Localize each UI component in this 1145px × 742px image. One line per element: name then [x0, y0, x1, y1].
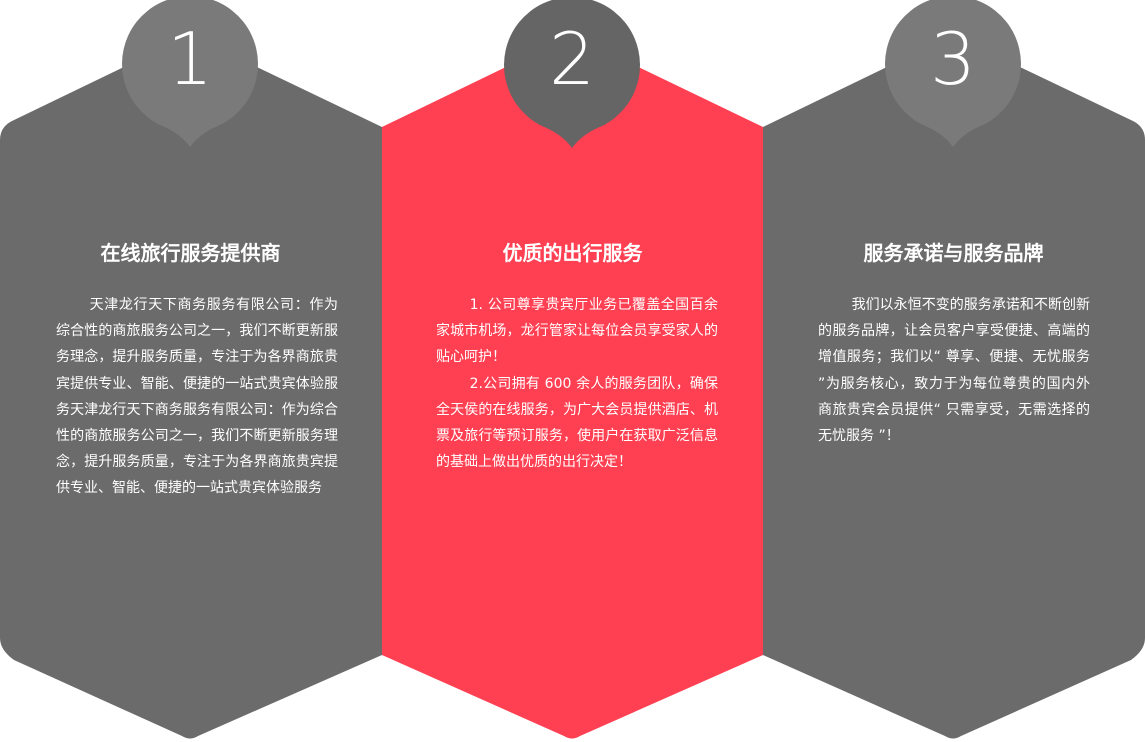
- panel-2-paragraph-2: 2.公司拥有 600 余人的服务团队，确保全天侯的在线服务，为广大会员提供酒店、…: [436, 375, 718, 471]
- panel-2-hexagon: [382, 35, 763, 739]
- panel-1-paragraph: 天津龙行天下商务服务有限公司：作为综合性的商旅服务公司之一，我们不断更新服务理念…: [56, 297, 338, 497]
- panel-3-paragraph: 我们以永恒不变的服务承诺和不断创新的服务品牌，让会员客户享受便捷、高端的增值服务…: [818, 297, 1090, 445]
- badge-3-pin: [885, 0, 1021, 147]
- panel-2-paragraph-1: 1. 公司尊享贵宾厅业务已覆盖全国百余家城市机场，龙行管家让每位会员享受家人的贴…: [436, 297, 718, 366]
- panel-3-hexagon: [763, 35, 1145, 739]
- panel-2-body: 1. 公司尊享贵宾厅业务已覆盖全国百余家城市机场，龙行管家让每位会员享受家人的贴…: [436, 292, 718, 475]
- panel-1-title: 在线旅行服务提供商: [100, 241, 281, 265]
- panel-2-number: 2: [549, 17, 595, 101]
- panel-3-body: 我们以永恒不变的服务承诺和不断创新的服务品牌，让会员客户享受便捷、高端的增值服务…: [818, 292, 1090, 449]
- panel-3-number: 3: [930, 17, 976, 101]
- panel-2-title: 优质的出行服务: [502, 241, 643, 265]
- panel-1-number: 1: [167, 17, 213, 101]
- panel-1-body: 天津龙行天下商务服务有限公司：作为综合性的商旅服务公司之一，我们不断更新服务理念…: [56, 292, 338, 502]
- panel-3-title: 服务承诺与服务品牌: [863, 241, 1044, 265]
- badge-1-pin: [122, 0, 258, 147]
- panel-1-hexagon: [0, 35, 382, 739]
- badge-2-pin: [504, 0, 640, 148]
